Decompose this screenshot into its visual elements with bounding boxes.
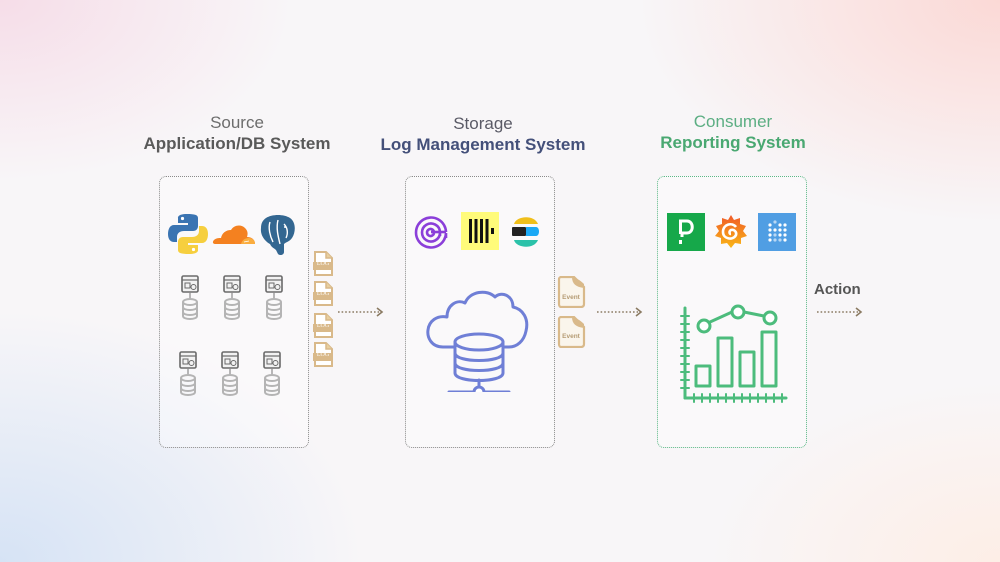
grafana-logo-icon	[715, 215, 747, 248]
consumer-stage-title: Consumer Reporting System	[613, 112, 853, 154]
log-file-label: LOG	[316, 323, 330, 329]
log-file-icon	[313, 342, 333, 367]
cloudflare-logo-icon	[212, 225, 255, 244]
server-db-grid	[179, 275, 283, 396]
log-file-label: LOG	[316, 261, 330, 267]
source-stage-title: Source Application/DB System	[117, 113, 357, 155]
dotted-arrow-icon	[817, 307, 863, 317]
storage-title: Log Management System	[380, 135, 586, 154]
clickhouse-logo-icon	[461, 212, 499, 250]
log-file-icon	[313, 251, 333, 276]
source-title: Application/DB System	[143, 134, 331, 153]
consumer-title: Reporting System	[660, 133, 806, 152]
source-subtitle: Source	[210, 113, 264, 132]
dotted-arrow-icon	[597, 307, 643, 317]
log-file-label: LOG	[316, 352, 330, 358]
analytics-chart-icon	[680, 304, 788, 403]
pagerduty-logo-icon	[667, 213, 705, 251]
elastic-logo-icon	[512, 217, 539, 247]
log-file-icon	[313, 313, 333, 338]
sumo-logic-logo-icon	[414, 216, 448, 249]
action-label: Action	[814, 281, 861, 298]
event-file-label: Event	[562, 294, 580, 301]
postgresql-logo-icon	[260, 215, 295, 256]
storage-stage-title: Storage Log Management System	[363, 114, 603, 156]
log-file-icon	[313, 281, 333, 306]
event-file-icon	[557, 316, 586, 348]
consumer-subtitle: Consumer	[693, 112, 773, 131]
metabase-logo-icon	[758, 213, 796, 251]
event-file-label: Event	[562, 333, 580, 340]
python-logo-icon	[168, 214, 208, 254]
storage-subtitle: Storage	[453, 114, 513, 133]
log-file-label: LOG	[316, 291, 330, 297]
event-file-icon	[557, 276, 586, 308]
cloud-database-icon	[426, 290, 529, 392]
dotted-arrow-icon	[338, 307, 384, 317]
